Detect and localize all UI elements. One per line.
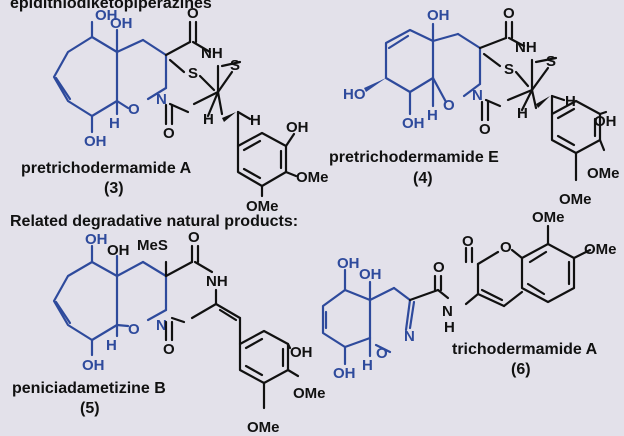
atom-s: S xyxy=(230,57,240,74)
atom-o: O xyxy=(163,341,175,358)
atom-ome: OMe xyxy=(587,165,620,182)
atom-h: H xyxy=(444,319,455,336)
compound-name: pretrichodermamide A xyxy=(21,160,192,177)
atom-ome: OMe xyxy=(296,169,329,186)
atom-oh: OH xyxy=(427,7,450,24)
atom-oh: OH xyxy=(402,115,425,132)
atom-s: S xyxy=(504,61,514,78)
structure-trichodermamide-a: OH OH OH H O N O N H O O OMe OMe xyxy=(321,209,617,382)
atom-oh: OH xyxy=(594,113,617,130)
atom-oh: OH xyxy=(337,255,360,272)
atom-ome: OMe xyxy=(247,419,280,436)
atom-oh: OH xyxy=(359,266,382,283)
atom-h: H xyxy=(427,107,438,124)
atom-oh: OH xyxy=(84,133,107,150)
atom-oh: OH xyxy=(107,242,130,259)
atom-n: N xyxy=(156,317,167,334)
atom-h: H xyxy=(565,93,576,110)
atom-o: O xyxy=(376,345,388,362)
top-heading: epidithiodiketopiperazines xyxy=(10,0,212,12)
atom-o: O xyxy=(128,101,140,118)
atom-n: N xyxy=(404,328,415,345)
atom-o: O xyxy=(187,5,199,22)
compound-number: (3) xyxy=(104,180,124,197)
atom-oh: OH xyxy=(286,119,309,136)
atom-o: O xyxy=(503,5,515,22)
atom-ome: OMe xyxy=(584,241,617,258)
atom-nh: NH xyxy=(206,273,228,290)
atom-oh: OH xyxy=(333,365,356,382)
atom-oh: OH xyxy=(290,344,313,361)
compound-number: (4) xyxy=(413,170,433,187)
atom-ome: OMe xyxy=(532,209,565,226)
structure-pretrichodermamide-a: OH OH OH H O N O NH S S O H H xyxy=(52,5,329,215)
atom-o: O xyxy=(433,259,445,276)
compound-number: (6) xyxy=(511,361,531,378)
compound-number: (5) xyxy=(80,400,100,417)
structure-pretrichodermamide-e: OH HO OH H O N O NH S S O H H xyxy=(343,5,620,208)
atom-n: N xyxy=(472,87,483,104)
atom-h: H xyxy=(203,111,214,128)
related-heading: Related degradative natural products: xyxy=(10,213,298,230)
atom-oh: OH xyxy=(82,357,105,374)
atom-h: H xyxy=(106,337,117,354)
atom-o: O xyxy=(500,239,512,256)
compound-name: peniciadametizine B xyxy=(12,380,166,397)
atom-h: H xyxy=(362,357,373,374)
atom-h: H xyxy=(517,105,528,122)
atom-oh: OH xyxy=(110,15,133,32)
atom-ome: OMe xyxy=(559,191,592,208)
atom-nh: NH xyxy=(201,45,223,62)
atom-ome: OMe xyxy=(246,198,279,215)
atom-ho: HO xyxy=(343,86,366,103)
atom-s: S xyxy=(546,53,556,70)
atom-oh: OH xyxy=(85,231,108,248)
atom-o: O xyxy=(479,121,491,138)
atom-nh: NH xyxy=(515,39,537,56)
atom-h: H xyxy=(109,115,120,132)
atom-n: N xyxy=(442,303,453,320)
atom-oh: OH xyxy=(95,7,118,24)
atom-mes: MeS xyxy=(137,237,168,254)
atom-ome: OMe xyxy=(293,385,326,402)
structure-peniciadametizine-b: OH OH OH H O N MeS O NH O OH OMe OMe xyxy=(52,229,326,436)
atom-o: O xyxy=(443,97,455,114)
atom-s: S xyxy=(188,65,198,82)
atom-h: H xyxy=(250,112,261,129)
atom-o: O xyxy=(462,233,474,250)
compound-name: pretrichodermamide E xyxy=(329,149,499,166)
atom-o: O xyxy=(128,321,140,338)
atom-n: N xyxy=(156,91,167,108)
compound-name: trichodermamide A xyxy=(452,341,598,358)
atom-o: O xyxy=(188,229,200,246)
atom-o: O xyxy=(163,125,175,142)
